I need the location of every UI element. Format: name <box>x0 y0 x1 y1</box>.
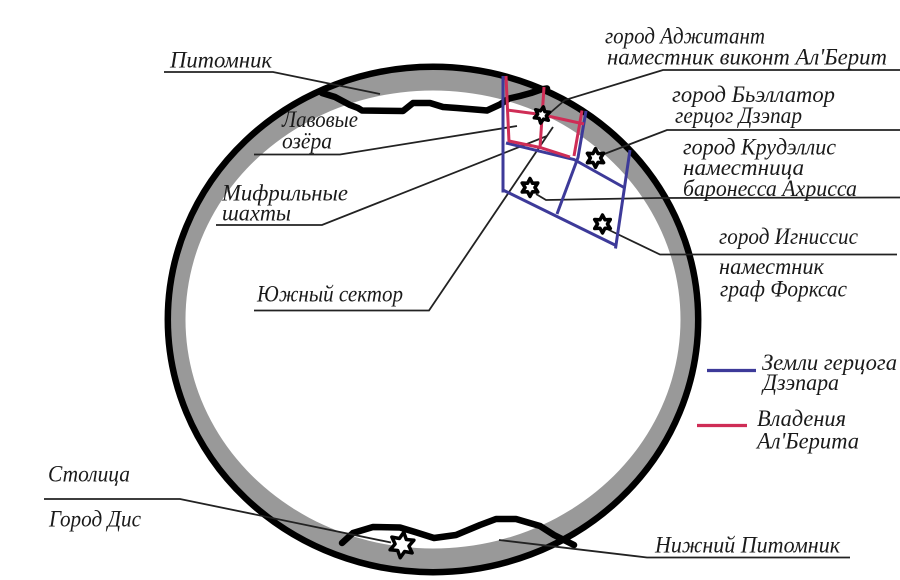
svg-text:баронесса Ахрисса: баронесса Ахрисса <box>683 176 857 201</box>
svg-text:Мифрильные: Мифрильные <box>221 181 348 206</box>
svg-text:Дзэпара: Дзэпара <box>761 370 839 395</box>
svg-text:шахты: шахты <box>222 201 291 226</box>
svg-text:герцог Дзэпар: герцог Дзэпар <box>675 103 802 128</box>
svg-text:город Крудэллис: город Крудэллис <box>683 135 836 160</box>
svg-text:озёра: озёра <box>282 129 332 154</box>
svg-text:Питомник: Питомник <box>169 48 272 73</box>
svg-text:город Игниссис: город Игниссис <box>719 224 858 249</box>
svg-text:Ал'Берита: Ал'Берита <box>755 429 859 454</box>
svg-text:Земли герцога: Земли герцога <box>762 350 897 375</box>
svg-text:Южный сектор: Южный сектор <box>256 282 403 307</box>
svg-text:Лавовые: Лавовые <box>281 107 358 132</box>
svg-text:наместник: наместник <box>719 254 824 279</box>
svg-text:Город Дис: Город Дис <box>48 507 141 532</box>
svg-text:граф Форксас: граф Форксас <box>720 277 847 302</box>
svg-text:город Бьэллатор: город Бьэллатор <box>672 82 835 107</box>
svg-text:наместник виконт Ал'Берит: наместник виконт Ал'Берит <box>607 45 887 70</box>
svg-text:наместница: наместница <box>683 155 804 180</box>
svg-text:Столица: Столица <box>48 462 130 487</box>
svg-text:Владения: Владения <box>757 406 846 431</box>
svg-text:Нижний Питомник: Нижний Питомник <box>654 533 840 558</box>
svg-text:город Аджитант: город Аджитант <box>605 24 765 49</box>
